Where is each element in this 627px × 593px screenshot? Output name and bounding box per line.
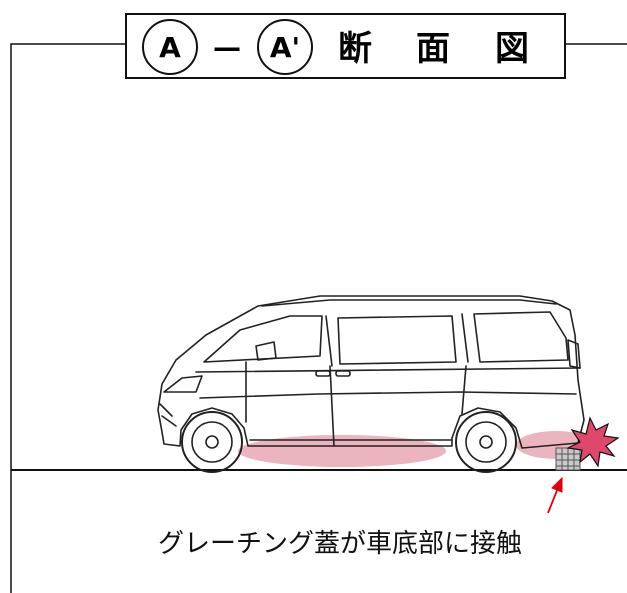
- frame-left-line: [10, 43, 126, 593]
- impact-burst-icon: [566, 416, 620, 468]
- point-a-prime-label: A': [270, 31, 300, 64]
- slide-door-handle: [335, 370, 351, 377]
- b-pillar: [325, 315, 333, 367]
- title-char-3: 図: [495, 29, 529, 69]
- c-pillar: [461, 313, 469, 363]
- front-window: [203, 315, 323, 363]
- grating-cover: [555, 447, 581, 471]
- point-a-prime-circle: [257, 19, 313, 75]
- front-door-rear-edge: [329, 365, 335, 447]
- headlight: [163, 375, 203, 393]
- minivan: [157, 295, 585, 473]
- rear-wheel: [455, 411, 517, 473]
- title-frame: [125, 13, 566, 79]
- rear-window: [473, 311, 569, 363]
- front-grille: [159, 403, 177, 427]
- frame-lines: [10, 43, 627, 593]
- point-a-circle: [142, 19, 198, 75]
- underbody-contact-highlight: [238, 435, 446, 467]
- contact-arrow: [547, 476, 563, 514]
- roof-rail: [261, 299, 557, 307]
- title-dash: —: [213, 31, 241, 64]
- rear-lamp: [567, 339, 581, 369]
- title-box: A — A' 断 面 図: [125, 13, 566, 79]
- contact-annotation: グレーチング蓋が車底部に接触: [158, 529, 522, 559]
- middle-window: [337, 315, 457, 365]
- slide-door-rear-edge: [461, 365, 467, 415]
- side-character-line: [199, 391, 577, 399]
- front-wheel: [181, 411, 243, 473]
- front-door-handle: [315, 370, 331, 377]
- title-char-2: 面: [416, 29, 450, 69]
- car-body-outline: [157, 295, 585, 449]
- title-char-1: 断: [338, 29, 372, 69]
- point-a-label: A: [159, 31, 181, 64]
- side-mirror: [255, 341, 277, 361]
- belt-line: [195, 367, 581, 373]
